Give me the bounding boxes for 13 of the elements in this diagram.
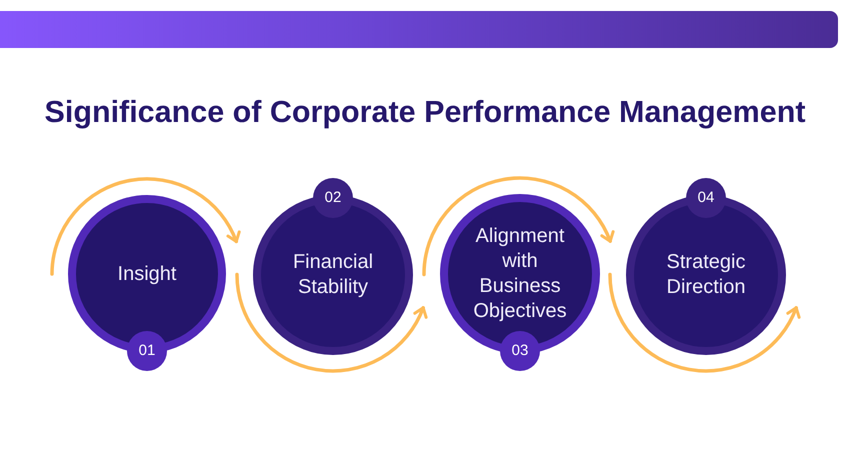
curved-arrow [235,272,427,373]
title: Significance of Corporate Performance Management [44,94,806,131]
number-badge: 02 [313,178,353,218]
step-label: Alignment with Business Objectives [472,224,568,324]
number-badge: 01 [127,331,167,371]
step-label: Financial Stability [292,250,374,300]
number-badge: 03 [500,331,540,371]
step-label: Strategic Direction [666,250,746,300]
number-badge: 04 [686,178,726,218]
curved-arrow [608,272,800,373]
step-label: Insight [116,262,178,286]
curved-arrow [50,177,240,276]
curved-arrow [422,176,614,276]
